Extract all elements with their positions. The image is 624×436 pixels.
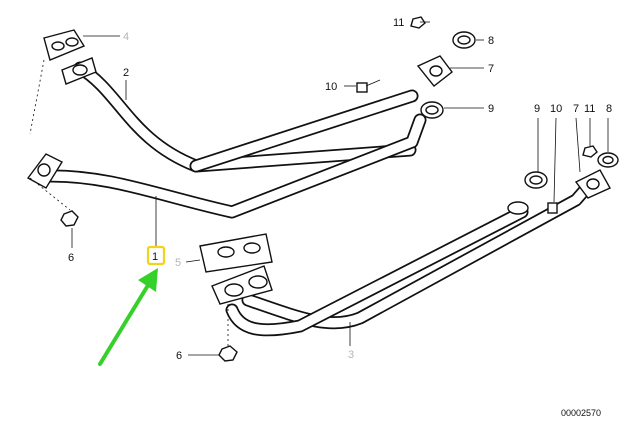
- leader-lines: [29, 21, 609, 356]
- callout-7-top: 7: [488, 63, 494, 75]
- pointer-arrow: [98, 268, 158, 366]
- front-pipe-lower: [225, 177, 597, 337]
- pipe-end-flange: [507, 201, 529, 215]
- callout-2: 2: [123, 67, 129, 79]
- sealing-ring-8-top: [452, 31, 476, 49]
- flange-lower: [211, 265, 273, 305]
- callout-6-bottom: 6: [176, 350, 182, 362]
- highlight-box: [146, 245, 166, 266]
- nut-6-bottom: [218, 345, 238, 362]
- nut-6-left: [60, 210, 79, 227]
- nut-11-right: [582, 145, 598, 158]
- callout-5: 5: [175, 257, 181, 269]
- gasket-lower: [199, 233, 273, 273]
- gasket-upper: [43, 29, 86, 61]
- clamp-flange-top: [416, 55, 453, 87]
- callout-4: 4: [123, 31, 129, 43]
- sealing-ring-9-top: [420, 101, 444, 119]
- nut-11-top: [410, 16, 426, 29]
- callout-9-top: 9: [488, 103, 494, 115]
- callout-3: 3: [348, 349, 354, 361]
- callout-8-top: 8: [488, 35, 494, 47]
- sealing-ring-8-right: [597, 152, 619, 168]
- front-pipe-upper: [41, 61, 427, 219]
- callout-11-right: 11: [584, 103, 595, 115]
- flange-left: [26, 153, 63, 189]
- callout-11-top: 11: [393, 17, 404, 29]
- clamp-flange-right: [574, 169, 611, 199]
- callout-9-right: 9: [534, 103, 540, 115]
- bolt-10-top: [356, 79, 381, 93]
- bolt-10-right: [547, 202, 558, 214]
- callout-8-right: 8: [606, 103, 612, 115]
- callout-1: 1: [152, 251, 158, 263]
- flange-upper: [61, 57, 97, 85]
- callout-6-left: 6: [68, 252, 74, 264]
- diagram-id: 00002570: [561, 408, 601, 418]
- callout-10-right: 10: [550, 103, 562, 115]
- sealing-ring-9-right: [524, 171, 548, 189]
- callout-10-top: 10: [325, 81, 337, 93]
- callout-7-right: 7: [573, 103, 579, 115]
